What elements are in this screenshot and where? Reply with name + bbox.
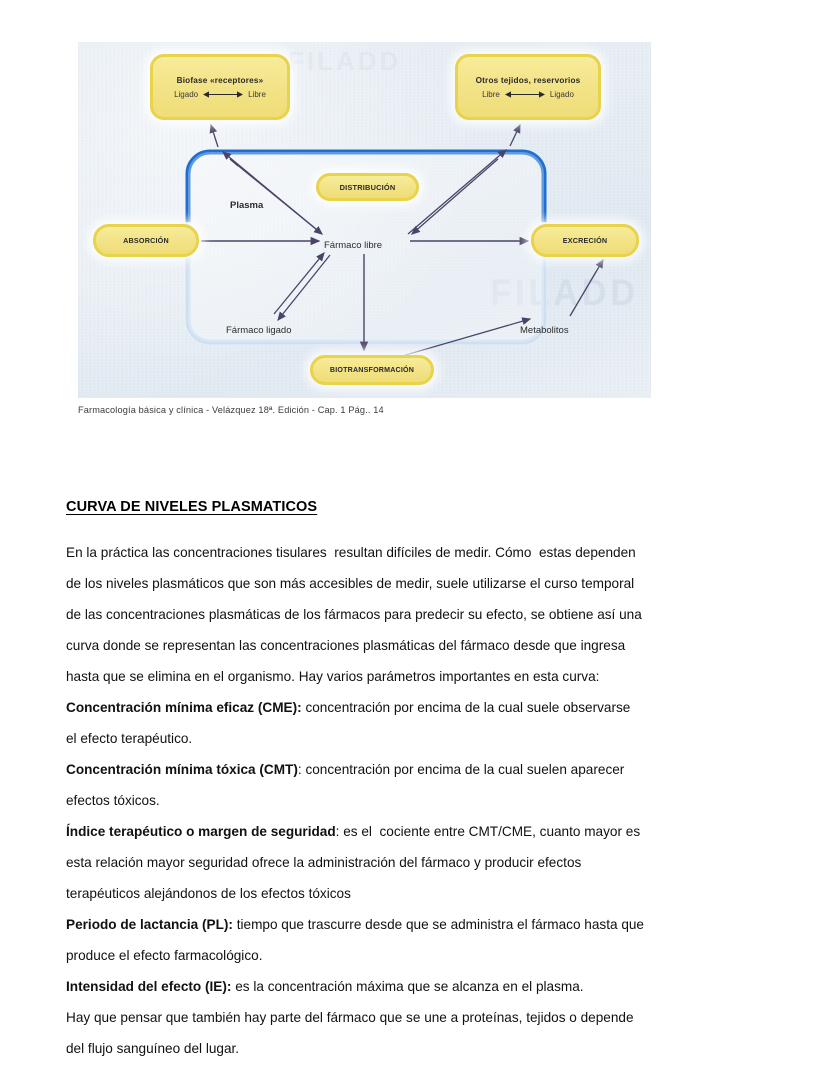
node-distribucion-title: DISTRIBUCIÓN	[339, 182, 396, 192]
arrow-biofase-tip	[209, 123, 219, 148]
pharmacokinetics-diagram: FILADD FILADD	[78, 42, 651, 398]
arrow-biofase-up	[221, 151, 323, 235]
body-line: efectos tóxicos.	[66, 793, 160, 808]
label-metabolitos: Metabolitos	[520, 325, 569, 336]
label-farmaco-libre: Fármaco libre	[324, 240, 383, 251]
node-otros-tejidos-left-label: Libre	[482, 89, 500, 99]
node-excrecion-title: EXCRECIÓN	[562, 236, 608, 245]
node-biotransformacion: BIOTRANSFORMACIÓN	[310, 355, 434, 385]
document-body: En la práctica las concentraciones tisul…	[66, 537, 766, 1064]
body-line: esta relación mayor seguridad ofrece la …	[66, 855, 582, 870]
arrow-otros-down	[411, 158, 499, 235]
body-term: Intensidad del efecto (IE):	[66, 979, 232, 994]
node-distribucion: DISTRIBUCIÓN	[316, 173, 419, 201]
node-otros-tejidos-right-label: Ligado	[549, 89, 574, 99]
body-term: Índice terapéutico o margen de seguridad	[66, 824, 336, 839]
body-line: Concentración mínima tóxica (CMT): conce…	[66, 762, 625, 777]
body-line: produce el efecto farmacológico.	[66, 948, 263, 963]
node-otros-tejidos-sub: Libre Ligado	[482, 90, 574, 99]
arrow-libre-to-ligado	[277, 254, 331, 322]
body-line: Intensidad del efecto (IE): es la concen…	[66, 979, 584, 994]
arrow-metabolitos-to-excrecion	[569, 258, 604, 317]
watermark: FILADD	[490, 272, 639, 314]
body-line: curva donde se representan las concentra…	[66, 638, 626, 653]
body-line: En la práctica las concentraciones tisul…	[66, 545, 636, 560]
body-term: Periodo de lactancia (PL):	[66, 917, 233, 932]
body-term: Concentración mínima tóxica (CMT)	[66, 762, 298, 777]
node-biofase-right-label: Libre	[248, 89, 266, 99]
body-line: Hay que pensar que también hay parte del…	[66, 1010, 634, 1025]
arrow-otros-up	[407, 149, 507, 235]
figure-caption: Farmacología básica y clínica - Velázque…	[78, 405, 384, 415]
double-arrow-icon	[504, 90, 546, 99]
body-line: Índice terapéutico o margen de seguridad…	[66, 824, 641, 839]
body-line: de los niveles plasmáticos que son más a…	[66, 576, 635, 591]
node-absorcion-title: ABSORCIÓN	[123, 236, 169, 245]
body-line: del flujo sanguíneo del lugar.	[66, 1041, 240, 1056]
body-line: Concentración mínima eficaz (CME): conce…	[66, 700, 631, 715]
body-line: hasta que se elimina en el organismo. Ha…	[66, 669, 600, 684]
label-farmaco-ligado: Fármaco ligado	[226, 325, 292, 336]
body-line: el efecto terapéutico.	[66, 731, 193, 746]
node-biofase-title: Biofase «receptores»	[176, 75, 264, 85]
body-line: de las concentraciones plasmáticas de lo…	[66, 607, 642, 622]
node-biofase-sub: Ligado Libre	[174, 90, 266, 99]
node-biotransformacion-title: BIOTRANSFORMACIÓN	[329, 366, 415, 374]
node-absorcion: ABSORCIÓN	[93, 224, 199, 257]
node-otros-tejidos-title: Otros tejidos, reservorios	[475, 75, 581, 85]
double-arrow-icon	[202, 90, 244, 99]
node-excrecion: EXCRECIÓN	[531, 224, 639, 257]
label-plasma: Plasma	[230, 200, 264, 211]
node-biofase-left-label: Ligado	[174, 89, 199, 99]
body-line: Periodo de lactancia (PL): tiempo que tr…	[66, 917, 644, 932]
arrow-ligado-to-libre	[273, 251, 325, 315]
body-line: terapéuticos alejándonos de los efectos …	[66, 886, 351, 901]
node-biofase: Biofase «receptores» Ligado Libre	[150, 54, 290, 120]
watermark-top: FILADD	[288, 46, 402, 76]
body-term: Concentración mínima eficaz (CME):	[66, 700, 302, 715]
arrow-otros-tip	[509, 123, 521, 147]
page-title: CURVA DE NIVELES PLASMATICOS	[66, 499, 318, 515]
node-otros-tejidos: Otros tejidos, reservorios Libre Ligado	[455, 54, 601, 120]
